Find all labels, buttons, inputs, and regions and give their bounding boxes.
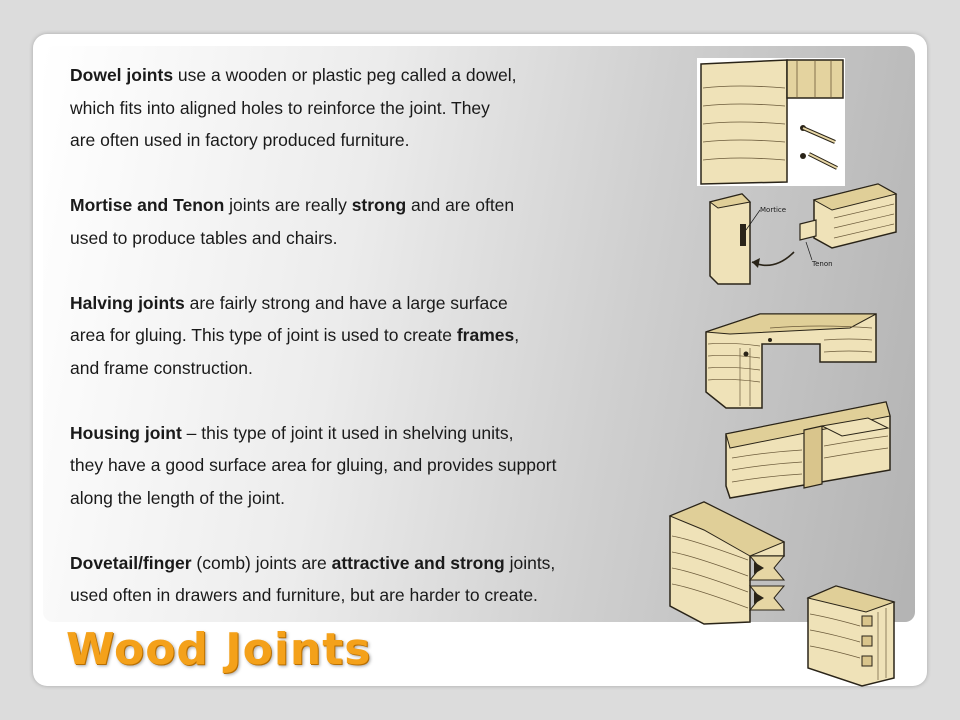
text-run: and frame construction. <box>70 357 253 378</box>
housing-joint-illustration <box>725 401 891 499</box>
text-block: Dowel joints use a wooden or plastic peg… <box>70 59 710 644</box>
text-run: are often used in factory produced furni… <box>70 130 410 150</box>
mortise-tenon-illustration: Mortice Tenon <box>708 183 898 285</box>
text-run: joints, <box>504 552 556 573</box>
paragraph-mortise-tenon: Mortise and Tenon joints are really stro… <box>70 189 710 254</box>
page-title: Wood Joints <box>66 624 372 675</box>
text-run: along the length of the joint. <box>70 487 286 508</box>
bold-text: Housing joint <box>70 422 182 443</box>
dovetail-joint-illustration <box>668 501 786 625</box>
paragraph-halving: Halving joints are fairly strong and hav… <box>70 287 710 385</box>
bold-text: strong <box>351 195 407 215</box>
text-run: – this type of joint it used in shelving… <box>181 422 514 443</box>
text-run: joints are really <box>224 195 352 215</box>
bold-text: Halving joints <box>70 292 185 313</box>
text-run: , <box>514 325 520 345</box>
text-run: they have a good surface area for gluing… <box>70 455 557 475</box>
bold-text: Dovetail/finger <box>70 552 192 573</box>
tenon-label: Tenon <box>811 260 833 268</box>
bold-text: Mortise and Tenon <box>70 195 225 215</box>
paragraph-housing: Housing joint – this type of joint it us… <box>70 417 710 515</box>
text-run: used to produce tables and chairs. <box>70 227 338 248</box>
halving-joint-illustration <box>705 313 877 409</box>
bold-text: Dowel joints <box>70 65 174 85</box>
text-run: which fits into aligned holes to reinfor… <box>70 97 490 118</box>
bold-text: frames <box>456 325 515 345</box>
text-run: (comb) joints are <box>191 552 332 573</box>
text-run: are fairly strong and have a large surfa… <box>184 292 508 313</box>
text-run: area for gluing. This type of joint is u… <box>70 325 457 345</box>
paragraph-dovetail: Dovetail/finger (comb) joints are attrac… <box>70 547 710 612</box>
text-run: used often in drawers and furniture, but… <box>70 585 538 605</box>
finger-joint-illustration <box>806 585 896 687</box>
dowel-joint-illustration <box>697 58 845 186</box>
text-run: use a wooden or plastic peg called a dow… <box>173 65 517 85</box>
text-run: and are often <box>406 195 515 215</box>
paragraph-dowel: Dowel joints use a wooden or plastic peg… <box>70 59 710 157</box>
bold-text: attractive and strong <box>331 552 505 573</box>
mortice-label: Mortice <box>760 206 786 214</box>
